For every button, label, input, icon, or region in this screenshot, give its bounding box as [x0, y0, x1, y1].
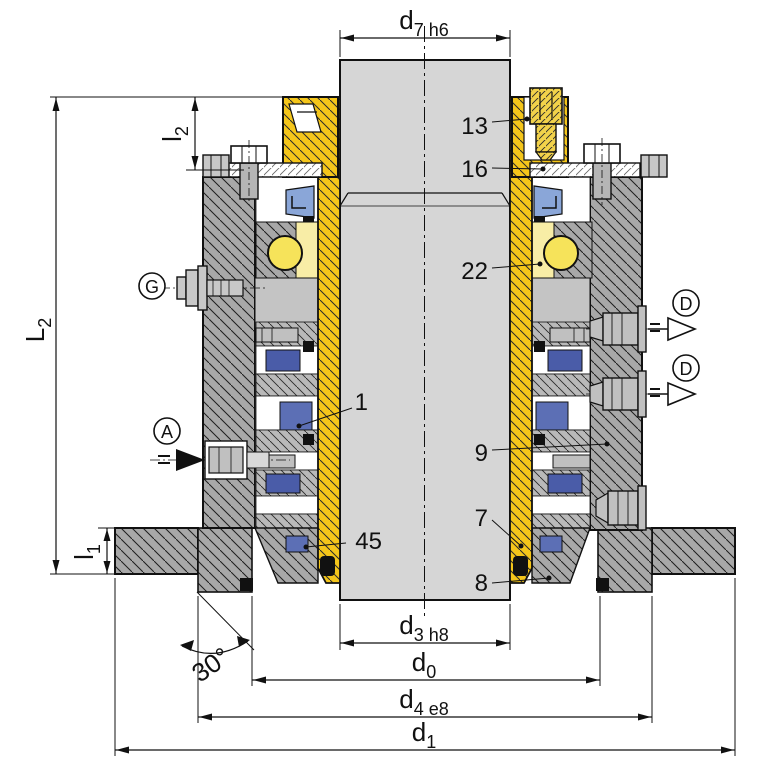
port-label-d-lower: D — [680, 359, 693, 379]
ball-unit-right — [531, 221, 593, 279]
dim-label-d7: d7 h6 — [399, 5, 449, 40]
dim-label-d1: d1 — [412, 717, 436, 752]
housing-spigot — [197, 527, 653, 593]
callout-9: 9 — [475, 440, 610, 467]
dim-label-l2: l2 — [157, 126, 192, 142]
packing-ring — [535, 401, 569, 431]
dimension-L2: L2 — [20, 96, 283, 575]
clamp-cap-screw — [529, 87, 563, 161]
angle-label: 30° — [186, 641, 235, 688]
flow-arrow-a — [158, 449, 205, 471]
port-label-d-upper: D — [680, 294, 693, 314]
outer-bolt-right — [640, 154, 668, 178]
callout-8: 8 — [475, 570, 552, 597]
dim-label-d3: d3 h8 — [399, 610, 449, 645]
callout-label-1: 1 — [355, 389, 368, 416]
ball — [543, 235, 579, 271]
o-ring-seal — [596, 578, 609, 591]
callout-16: 16 — [461, 156, 546, 183]
callout-label-22: 22 — [461, 258, 488, 285]
port-badge-a: A — [153, 417, 181, 445]
elastomer-wedge — [533, 185, 563, 219]
port-badge-d-upper: D — [672, 289, 700, 317]
ball-unit-left — [255, 221, 319, 279]
dimension-l2: l2 — [157, 97, 244, 171]
dimension-d7: d7 h6 — [339, 5, 511, 57]
port-badge-d-lower: D — [672, 354, 700, 382]
gland-stud-right — [583, 138, 621, 205]
dimension-d4: d4 e8 — [197, 596, 653, 723]
clamp-screw — [255, 327, 299, 343]
housing-set-screw — [595, 485, 647, 531]
port-d-fitting-upper — [586, 305, 660, 353]
dimension-l1: l1 — [69, 527, 121, 574]
callout-label-13: 13 — [461, 113, 488, 140]
seal-stack-right — [529, 176, 591, 529]
callout-13: 13 — [461, 113, 530, 140]
outline-arrow — [667, 381, 698, 407]
port-badge-g: G — [138, 272, 166, 300]
callout-22: 22 — [461, 258, 543, 285]
packing-ring — [547, 349, 583, 372]
callout-label-45: 45 — [355, 528, 382, 555]
callout-label-16: 16 — [461, 156, 488, 183]
packing-ring — [265, 349, 301, 372]
callout-label-8: 8 — [475, 570, 488, 597]
dim-label-d4: d4 e8 — [399, 684, 449, 719]
bottom-packing — [539, 535, 563, 553]
sleeve-seal — [513, 556, 528, 576]
ball — [267, 235, 303, 271]
housing-right-wall — [589, 176, 643, 531]
dim-label-l1: l1 — [69, 544, 104, 560]
bottom-packing — [285, 535, 309, 553]
callout-45: 45 — [303, 528, 382, 555]
chamfer-angle-30: 30° — [180, 591, 255, 688]
port-label-g: G — [145, 277, 159, 297]
throat-bushing-left — [253, 527, 319, 584]
outline-arrow — [667, 316, 698, 342]
drive-collar-right — [511, 87, 569, 178]
dimension-d3: d3 h8 — [339, 604, 511, 650]
solid-arrow — [176, 449, 205, 471]
port-g-fitting — [160, 265, 268, 311]
packing-ring — [279, 401, 313, 431]
callout-7: 7 — [475, 505, 524, 549]
callout-1: 1 — [296, 389, 368, 429]
callout-label-9: 9 — [475, 440, 488, 467]
mounting-flange — [114, 527, 736, 575]
dim-label-d0: d0 — [412, 647, 436, 682]
clamp-screw — [552, 454, 591, 469]
gland-stud-left — [230, 140, 268, 205]
o-ring-seal — [240, 578, 253, 591]
sleeve-seal — [320, 556, 335, 576]
gland-plate-right — [529, 162, 641, 178]
port-d-fitting-lower — [586, 370, 660, 418]
outer-bolt-left — [202, 154, 230, 178]
port-label-a: A — [161, 422, 173, 442]
packing-ring — [265, 473, 301, 494]
dimension-d1: d1 — [114, 578, 736, 756]
packing-ring — [547, 473, 583, 494]
flow-arrow-d-lower — [648, 381, 698, 407]
set-screw-slot — [288, 103, 322, 133]
flow-arrow-d-upper — [648, 316, 698, 342]
dimension-d0: d0 — [251, 596, 601, 686]
throat-bushing-right — [531, 527, 591, 584]
elastomer-wedge — [285, 185, 315, 219]
callout-label-7: 7 — [475, 505, 488, 532]
dim-label-L2: L2 — [20, 318, 55, 342]
